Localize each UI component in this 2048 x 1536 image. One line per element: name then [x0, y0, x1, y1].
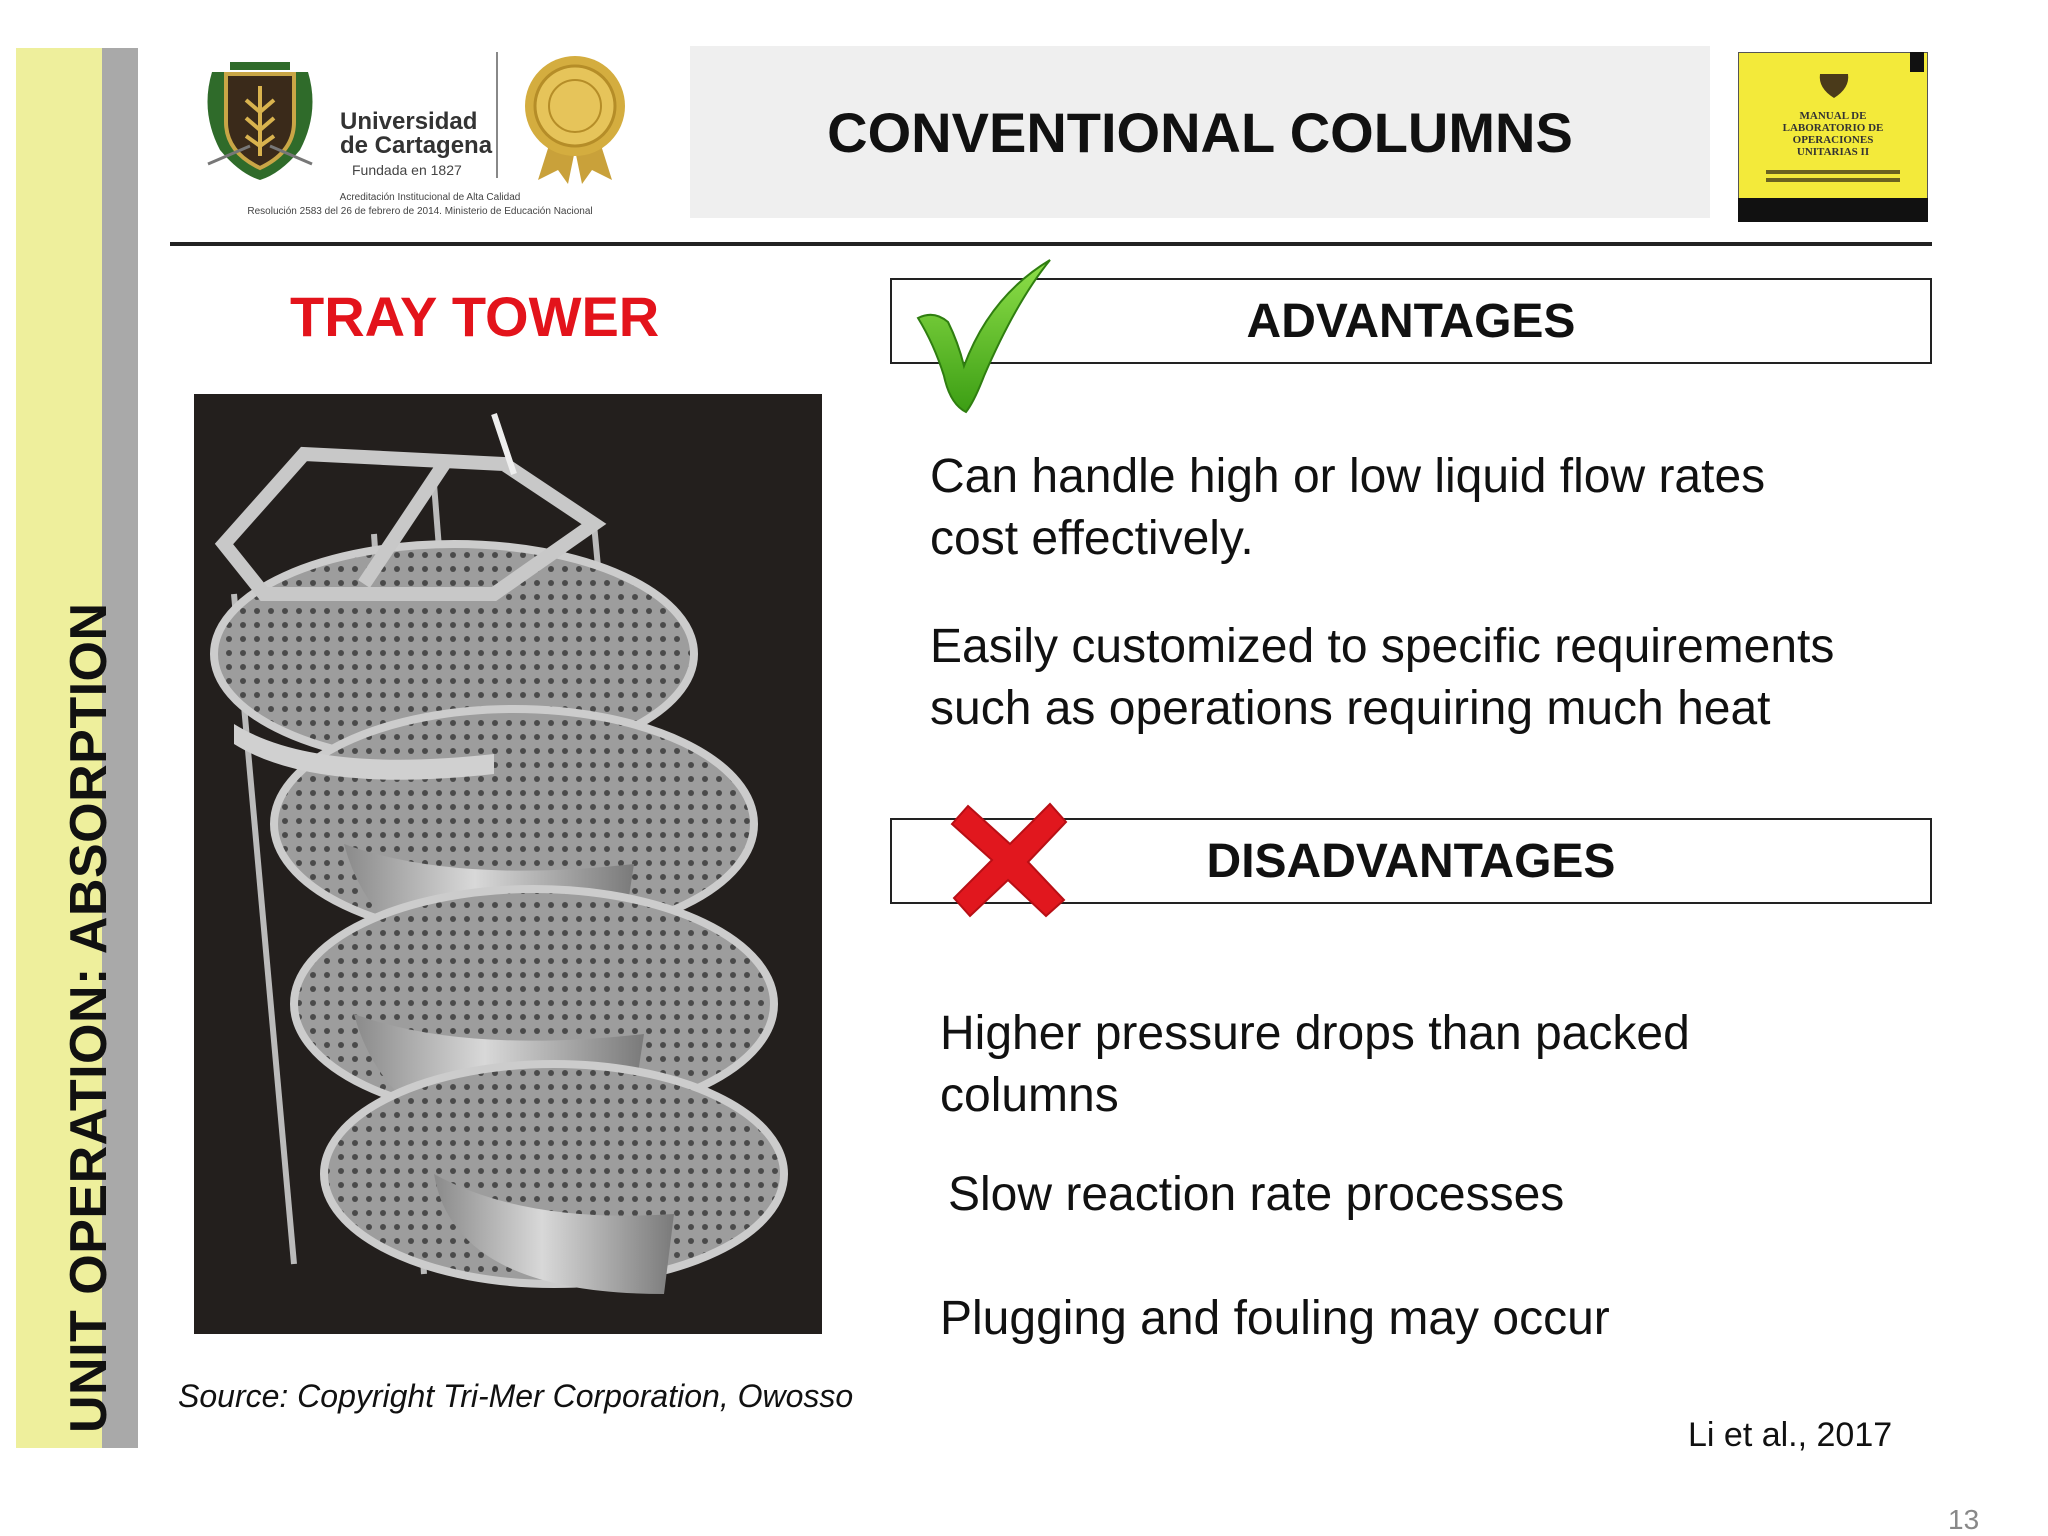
book-title-line: UNITARIAS II [1796, 146, 1870, 158]
logo-accreditation-2: Resolución 2583 del 26 de febrero de 201… [247, 206, 593, 217]
logo-name-line1: Universidad [340, 108, 478, 135]
cross-mark-icon [950, 802, 1068, 918]
disadvantage-line: Plugging and fouling may occur [940, 1292, 1610, 1345]
disadvantages-header: DISADVANTAGES [890, 818, 1932, 904]
advantage-line: Easily customized to specific requiremen… [930, 620, 1835, 673]
sidebar-label: UNIT OPERATION: ABSORPTION [60, 602, 118, 1433]
book-title-line: OPERACIONES [1792, 134, 1874, 146]
logo-divider [496, 52, 498, 178]
sidebar-gray-band [102, 48, 138, 1448]
advantage-item: Easily customized to specific requiremen… [930, 616, 1930, 740]
disadvantage-line: Higher pressure drops than packed [940, 1007, 1690, 1060]
tray-tower-photo [194, 394, 822, 1334]
book-crest-icon [1819, 74, 1849, 98]
advantage-line: such as operations requiring much heat [930, 682, 1771, 735]
page-number: 13 [1948, 1504, 1980, 1535]
book-tab [1910, 52, 1924, 72]
citation: Li et al., 2017 [1688, 1416, 1893, 1454]
advantage-line: cost effectively. [930, 512, 1254, 565]
gold-seal-icon [525, 56, 625, 184]
university-logo: Universidad de Cartagena Fundada en 1827… [190, 52, 650, 228]
disadvantage-item: Higher pressure drops than packed column… [940, 1003, 1920, 1127]
book-footer-band [1738, 198, 1928, 222]
university-crest-icon [207, 62, 313, 180]
advantages-header: ADVANTAGES [890, 278, 1932, 364]
check-mark-icon [916, 259, 1051, 414]
logo-accreditation-1: Acreditación Institucional de Alta Calid… [339, 192, 521, 203]
sidebar-band [16, 48, 102, 1448]
tray-tower-image [210, 413, 788, 1294]
disadvantage-item: Plugging and fouling may occur [940, 1288, 1920, 1350]
logo-name-line2: de Cartagena [340, 132, 493, 159]
disadvantages-heading: DISADVANTAGES [1206, 834, 1616, 888]
book-author-line [1766, 178, 1900, 182]
advantage-line: Can handle high or low liquid flow rates [930, 450, 1766, 503]
disadvantage-line: Slow reaction rate processes [948, 1168, 1565, 1221]
title-box [690, 46, 1710, 218]
advantages-heading: ADVANTAGES [1246, 294, 1576, 348]
book-title-line: MANUAL DE [1799, 110, 1867, 122]
page-title: CONVENTIONAL COLUMNS [827, 100, 1573, 164]
advantage-item: Can handle high or low liquid flow rates… [930, 446, 1930, 570]
image-source: Source: Copyright Tri-Mer Corporation, O… [178, 1378, 854, 1414]
disadvantage-item: Slow reaction rate processes [948, 1164, 1928, 1226]
disadvantage-line: columns [940, 1069, 1119, 1122]
logo-founded: Fundada en 1827 [352, 162, 462, 178]
book-author-line [1766, 170, 1900, 174]
book-title-line: LABORATORIO DE [1782, 122, 1884, 134]
tray-tower-heading: TRAY TOWER [290, 285, 660, 348]
book-title: MANUAL DE LABORATORIO DE OPERACIONES UNI… [1742, 110, 1924, 158]
header-rule [170, 242, 1932, 246]
